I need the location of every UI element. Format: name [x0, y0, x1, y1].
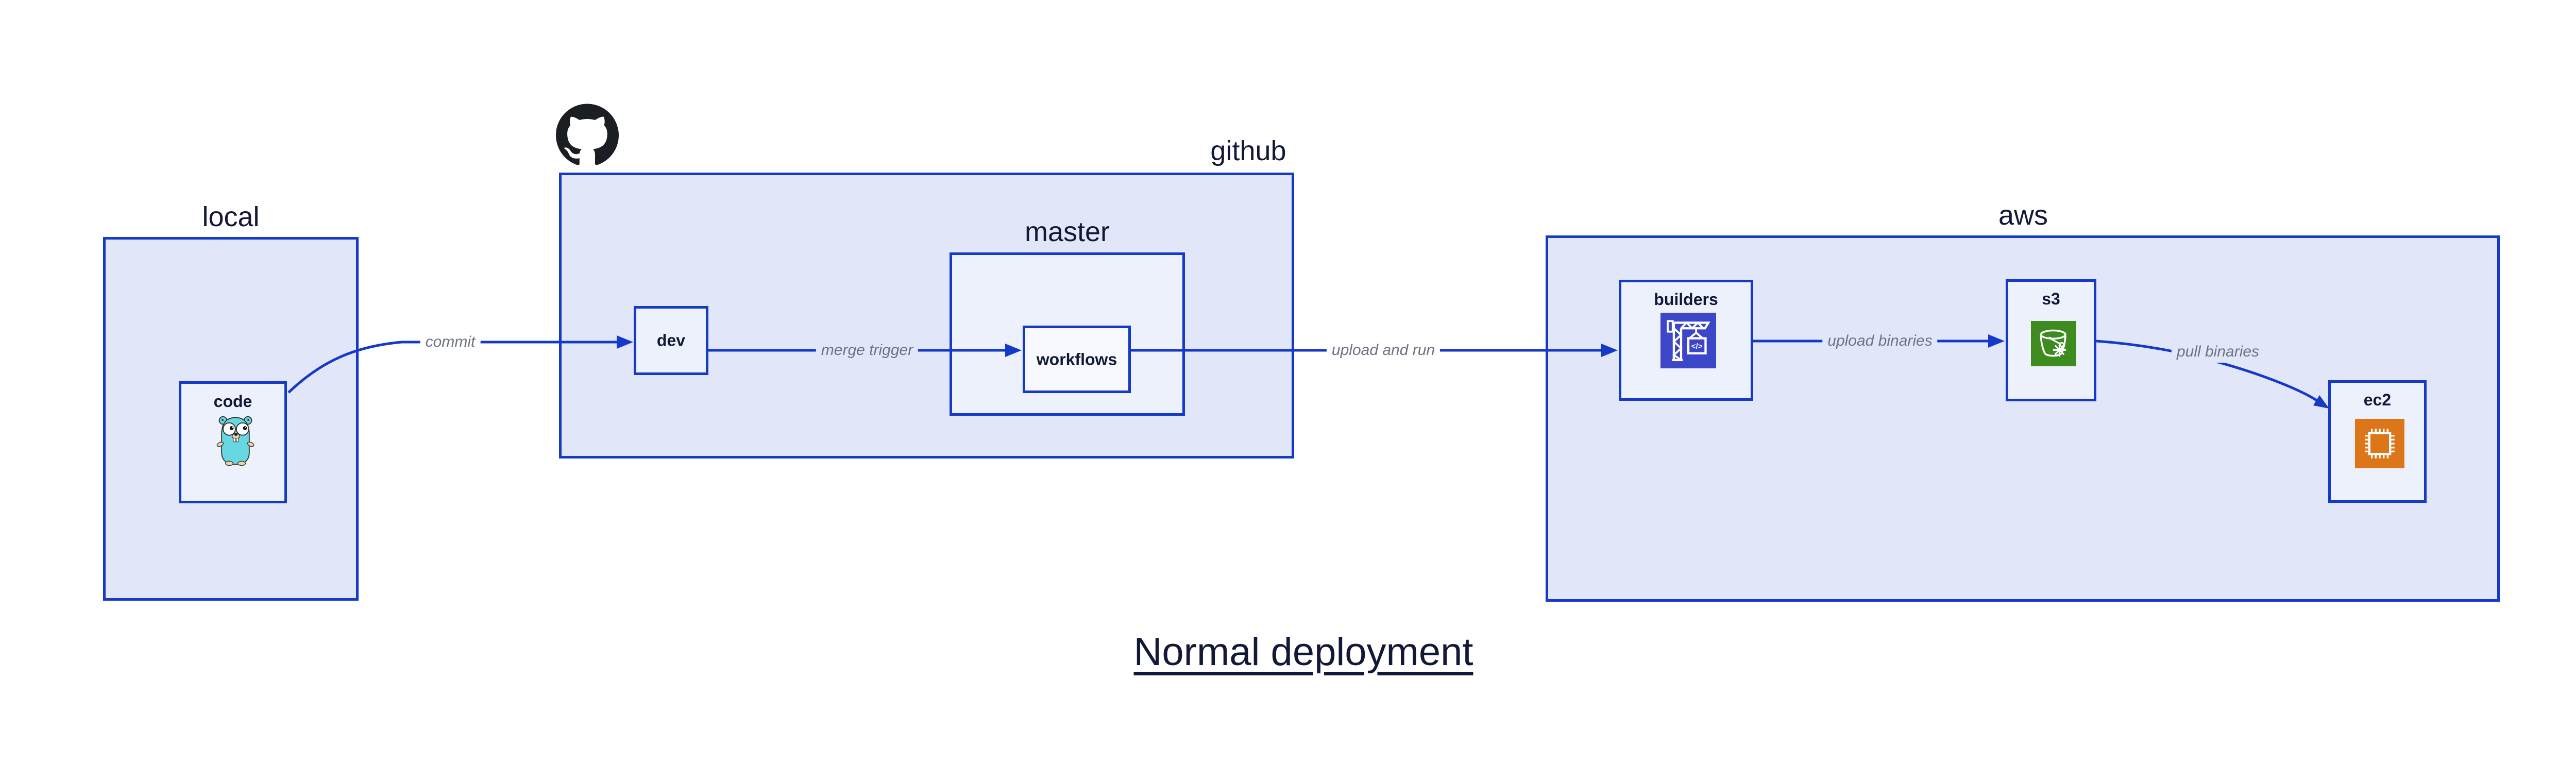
edge-upload-and-run-label: upload and run — [1326, 339, 1440, 361]
node-builders: builders </> — [1619, 280, 1753, 401]
node-workflows: workflows — [1023, 326, 1131, 393]
aws-codebuild-crane-icon: </> — [1659, 313, 1717, 368]
node-dev-label: dev — [656, 331, 686, 350]
edge-commit-label: commit — [420, 331, 481, 353]
group-github-label: github — [1210, 135, 1286, 166]
group-master-label: master — [1024, 216, 1110, 247]
node-workflows-label: workflows — [1036, 350, 1117, 368]
aws-ec2-chip-icon — [2355, 419, 2404, 468]
group-aws-label: aws — [1998, 200, 2048, 231]
node-s3: s3 — [2006, 279, 2096, 401]
aws-s3-glacier-bucket-icon — [2030, 321, 2077, 366]
node-s3-label: s3 — [2042, 290, 2060, 308]
edge-merge-trigger-label: merge trigger — [816, 339, 919, 361]
node-code: code — [179, 381, 287, 503]
node-builders-label: builders — [1654, 290, 1718, 309]
codebuild-code-glyph: </> — [1691, 342, 1703, 351]
node-dev: dev — [634, 306, 708, 375]
edge-pull-binaries-label: pull binaries — [2171, 341, 2265, 363]
github-octocat-logo-icon — [555, 103, 619, 166]
edge-upload-binaries-label: upload binaries — [1822, 330, 1938, 352]
diagram-title: Normal deployment — [1133, 630, 1473, 674]
go-gopher-icon — [216, 414, 255, 467]
group-local-label: local — [202, 201, 260, 232]
node-ec2: ec2 — [2328, 380, 2427, 503]
github-mark-svg — [556, 104, 619, 165]
node-ec2-label: ec2 — [2363, 390, 2392, 409]
node-code-label: code — [213, 392, 252, 411]
